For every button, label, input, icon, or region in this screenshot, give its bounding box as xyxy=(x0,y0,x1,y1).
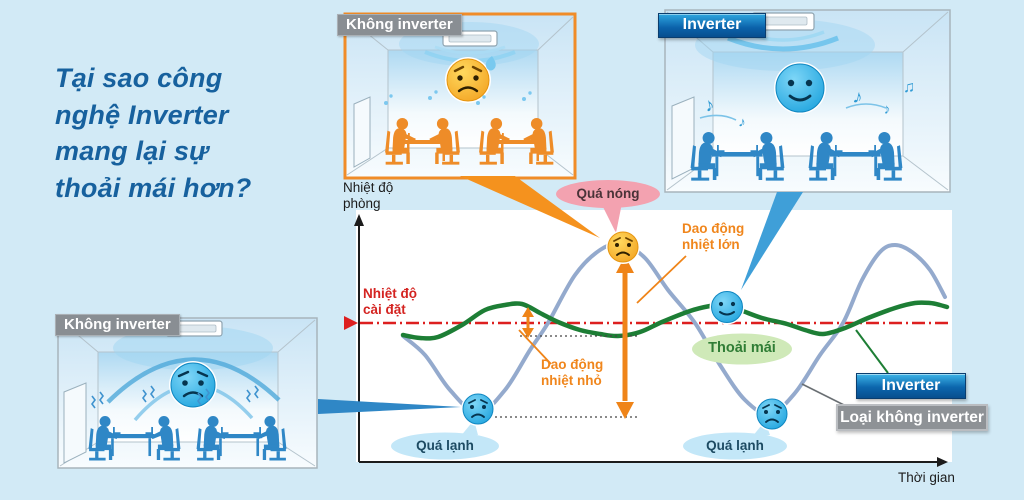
door xyxy=(671,96,695,180)
chart xyxy=(318,176,950,467)
pointer-legend-non-inverter xyxy=(801,383,847,407)
large-fluctuation-label: Dao động nhiệt lớn xyxy=(682,221,745,252)
ac-unit-icon xyxy=(751,12,815,31)
door xyxy=(353,96,371,168)
beam-hot-room xyxy=(460,176,600,238)
legend-inverter: Inverter xyxy=(856,373,966,399)
music-note-icon: ♫ xyxy=(903,79,915,96)
pointer-small-fluct xyxy=(518,329,552,365)
y-axis-label: Nhiệt độ phòng xyxy=(343,180,394,211)
chart-cold-face-1-icon xyxy=(461,392,495,426)
set-temp-label: Nhiệt độ cài đặt xyxy=(363,286,417,317)
too-hot-bubble-label: Quá nóng xyxy=(576,186,640,201)
music-note-icon: ♪ xyxy=(851,86,865,109)
room-bottom-no-inverter xyxy=(57,317,318,469)
legend-non-inverter: Loại không inverter xyxy=(836,404,988,431)
cold-sad-face-icon xyxy=(169,361,217,409)
room-top-no-inverter xyxy=(343,12,577,180)
room-label-bottom-no-inverter: Không inverter xyxy=(55,314,180,336)
room-top-inverter: ♪ ♪ ♪ ♪ ♫ xyxy=(664,9,951,193)
chart-happy-face-icon xyxy=(709,289,745,325)
bubble-too-hot xyxy=(556,180,660,233)
large-fluctuation-arrow xyxy=(616,256,634,419)
ac-unit-icon xyxy=(165,320,223,337)
too-cold-bubble-1-label: Quá lạnh xyxy=(416,438,474,453)
x-axis-label: Thời gian xyxy=(898,470,955,485)
hot-sad-face-icon xyxy=(445,56,496,103)
music-notes: ♪ ♪ ♪ ♪ ♫ xyxy=(703,79,915,130)
music-note-icon: ♪ xyxy=(703,94,717,117)
beam-inverter-room xyxy=(741,192,803,290)
non-inverter-curve xyxy=(401,241,947,417)
sweat-marks xyxy=(384,90,532,105)
chart-hot-face-icon xyxy=(606,230,640,264)
music-note-icon: ♪ xyxy=(737,113,747,130)
pointer-large-fluct xyxy=(636,255,687,304)
chart-cold-face-2-icon xyxy=(755,397,789,431)
comfortable-bubble-label: Thoải mái xyxy=(708,340,776,356)
sweat-drop-icon xyxy=(485,56,496,71)
door xyxy=(63,382,87,464)
y-axis-arrow-icon xyxy=(354,214,364,226)
set-temp-arrow-icon xyxy=(344,316,358,330)
small-fluctuation-arrow xyxy=(522,307,534,338)
shiver-marks xyxy=(91,385,259,409)
beam-cold-room xyxy=(318,399,461,414)
x-axis-arrow-icon xyxy=(937,457,948,467)
room-label-top-inverter: Inverter xyxy=(658,13,766,38)
bubble-comfortable xyxy=(692,333,792,365)
music-note-icon: ♪ xyxy=(882,100,891,117)
page-title: Tại sao công nghệ Inverter mang lại sự t… xyxy=(55,63,252,204)
room-label-top-no-inverter: Không inverter xyxy=(337,14,462,36)
too-cold-bubble-2-label: Quá lạnh xyxy=(706,438,764,453)
happy-face-icon xyxy=(774,62,826,114)
small-fluctuation-label: Dao động nhiệt nhỏ xyxy=(541,357,604,388)
inverter-curve xyxy=(400,300,950,341)
pointer-legend-inverter xyxy=(855,329,889,374)
